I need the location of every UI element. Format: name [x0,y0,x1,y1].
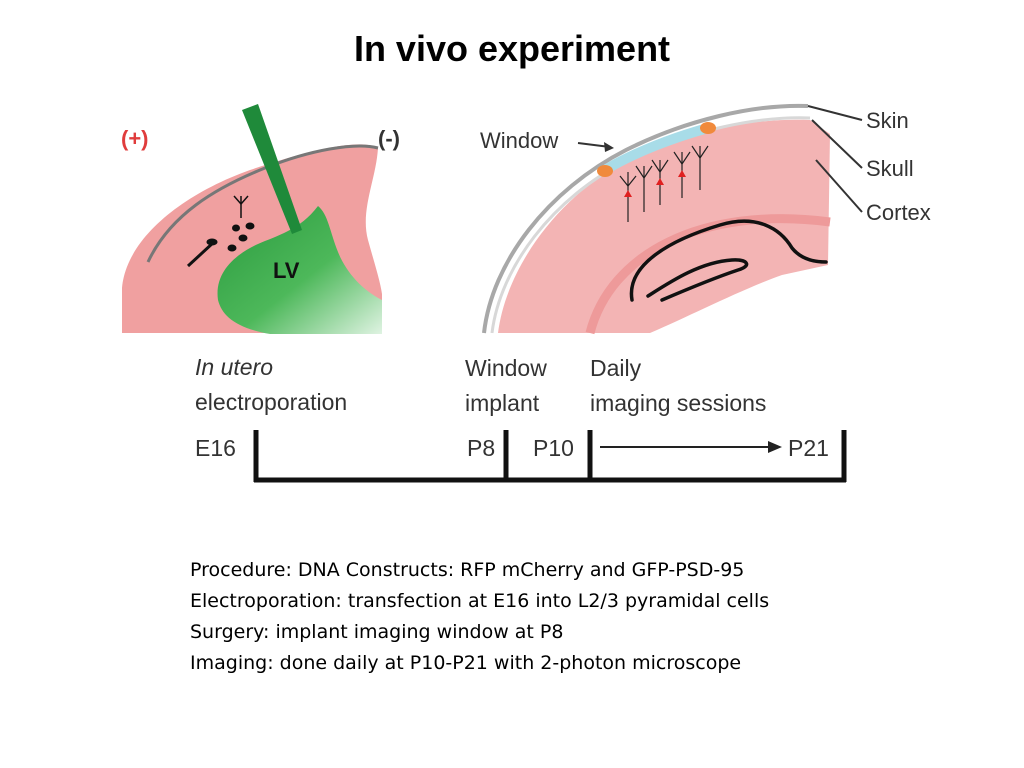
stage3-label-line2: imaging sessions [590,390,766,416]
positive-electrode-label: (+) [121,126,149,151]
note-imaging: Imaging: done daily at P10-P21 with 2-ph… [190,652,742,674]
timeline-axis [253,430,847,483]
stage1-label-line2: electroporation [195,389,347,415]
cortex-boundary-band [585,214,831,335]
lateral-ventricle-label: LV [273,258,300,283]
stage1-label-line1: In utero [195,354,273,380]
tick-label-p21: P21 [788,435,829,461]
stage2-label-line1: Window [465,355,547,381]
imaging-period-arrowhead [768,441,782,453]
note-surgery: Surgery: implant imaging window at P8 [190,621,564,643]
left-brain-panel [122,104,382,334]
injection-pipette [242,104,302,234]
tick-label-e16: E16 [195,435,236,461]
window-edge-left [597,165,613,177]
slide-title: In vivo experiment [353,28,671,69]
skull-label: Skull [866,156,914,181]
skin-layer [482,103,809,334]
hippocampus-outline [629,219,828,302]
window-label: Window [480,128,558,153]
cortex-label: Cortex [866,200,931,225]
lateral-ventricle [217,206,382,334]
procedure-notes: Procedure: DNA Constructs: RFP mCherry a… [190,555,769,679]
right-brain-panel [482,103,831,335]
cortex-pointer [815,159,863,213]
note-electroporation: Electroporation: transfection at E16 int… [190,590,770,612]
window-pointer-head [604,142,614,152]
stage3-label-line1: Daily [590,355,642,381]
tick-label-p10: P10 [533,435,574,461]
embryo-surface-outline [146,144,379,263]
skull-pointer [811,119,863,169]
labeled-cell-bodies [624,170,686,197]
cranial-window [602,123,710,175]
note-procedure: Procedure: DNA Constructs: RFP mCherry a… [190,559,745,581]
adult-cortex-tissue [498,119,830,333]
negative-electrode-label: (-) [378,126,400,151]
stage2-label-line2: implant [465,390,540,416]
skin-label: Skin [866,108,909,133]
window-edge-right [700,122,716,134]
skin-pointer [807,105,863,121]
tick-label-p8: P8 [467,435,495,461]
electroporated-neurons [186,195,255,268]
